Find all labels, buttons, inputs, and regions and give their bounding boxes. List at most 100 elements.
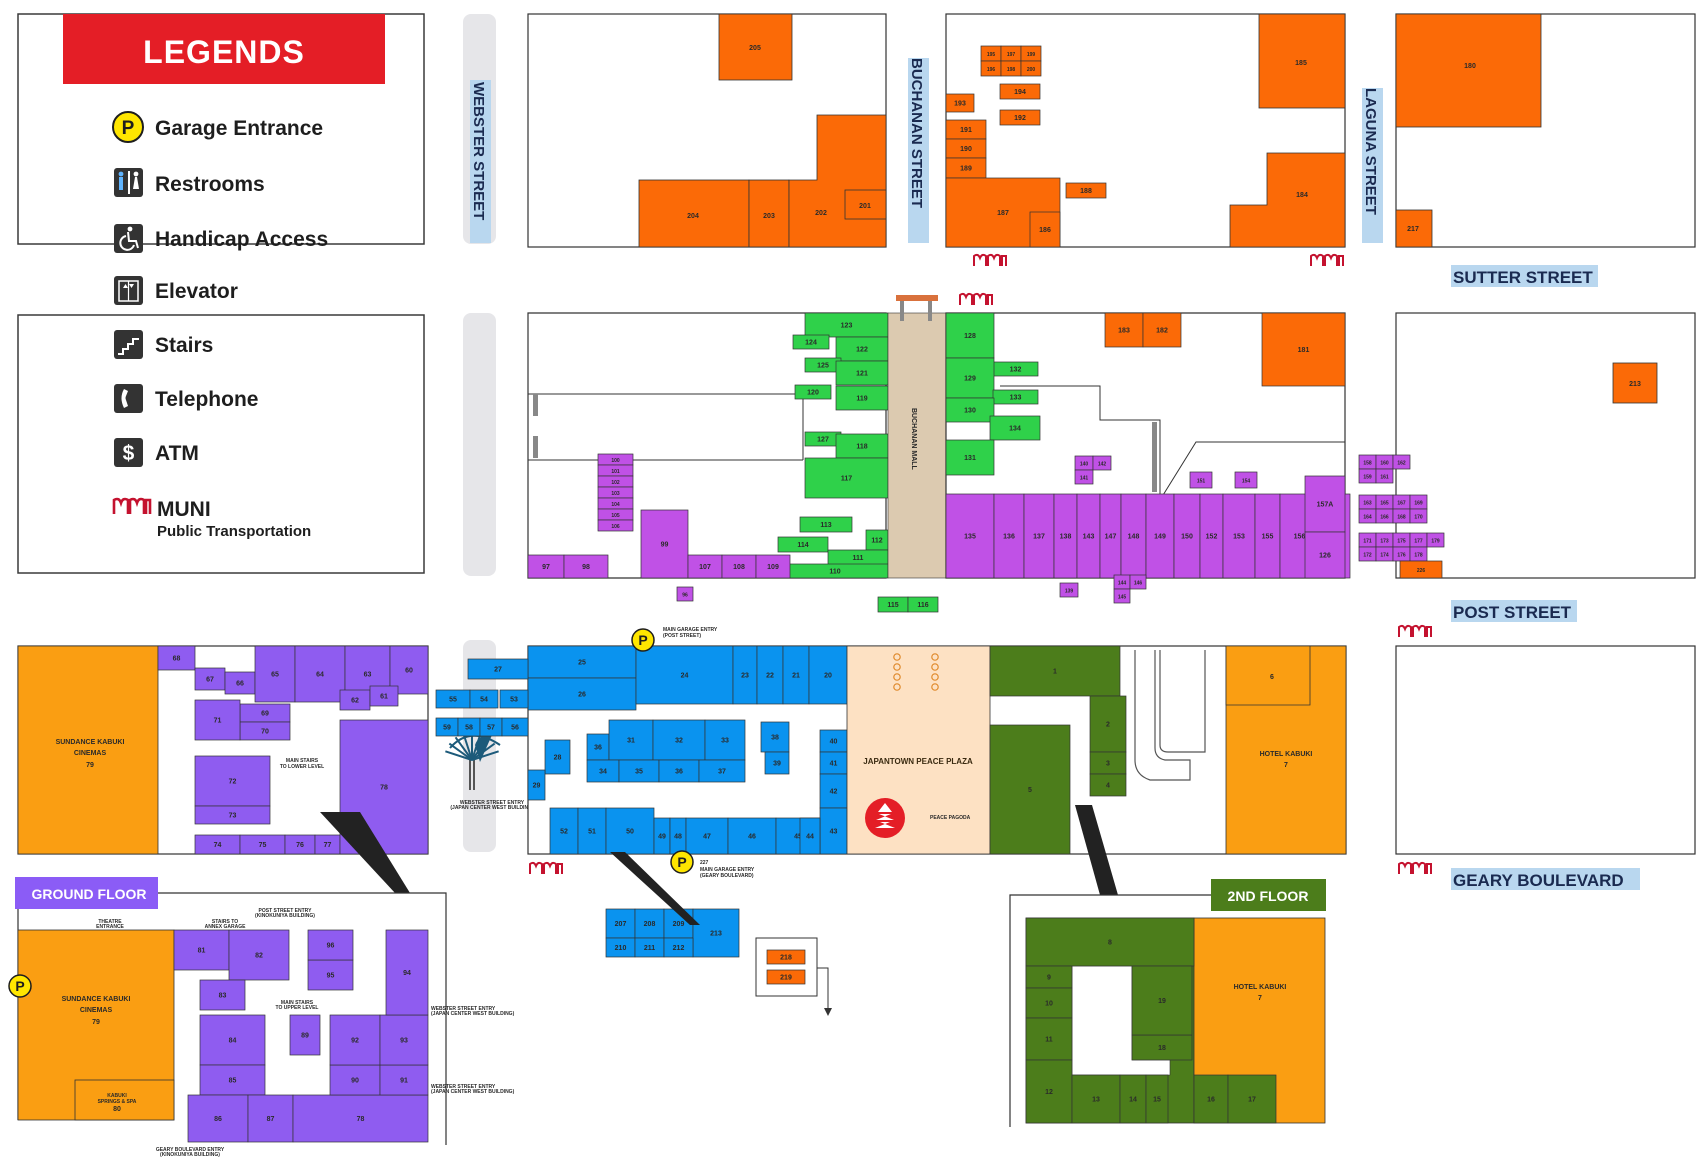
unit-145-shape bbox=[1113, 588, 1131, 604]
unit-46-shape bbox=[727, 817, 777, 855]
unit-131: 131 bbox=[964, 455, 976, 462]
unit-155: 155 bbox=[1262, 534, 1274, 541]
telephone-icon bbox=[114, 384, 143, 413]
webster-entry-inset-2: (JAPAN CENTER WEST BUILDING) bbox=[431, 1011, 515, 1017]
unit-44: 44 bbox=[806, 834, 814, 841]
unit-194: 194 bbox=[1014, 89, 1026, 96]
unit-96: 96 bbox=[327, 943, 335, 950]
unit-219-shape bbox=[766, 969, 806, 985]
stairs-annex-2: ANNEX GARAGE bbox=[205, 924, 247, 930]
unit-137-shape bbox=[1023, 493, 1055, 579]
stairs-lower-1: MAIN STAIRS bbox=[286, 758, 319, 764]
unit-87: 87 bbox=[267, 1116, 275, 1123]
unit-71-shape bbox=[194, 699, 241, 741]
unit-115: 115 bbox=[887, 602, 898, 609]
unit-75: 75 bbox=[259, 842, 267, 849]
unit-8-shape bbox=[1025, 917, 1195, 967]
unit-33: 33 bbox=[721, 738, 729, 745]
unit-33-shape bbox=[704, 719, 746, 761]
stairs-icon bbox=[114, 330, 143, 359]
elevator-icon bbox=[114, 276, 143, 305]
laguna-street-label: LAGUNA STREET bbox=[1362, 88, 1379, 215]
unit-2-shape bbox=[1089, 695, 1127, 753]
unit-192: 192 bbox=[1014, 115, 1026, 122]
unit-52-shape bbox=[549, 807, 579, 855]
unit-82-shape bbox=[228, 929, 290, 981]
unit-213-shape bbox=[692, 908, 740, 958]
kabuki-springs-1: KABUKI bbox=[107, 1093, 127, 1099]
unit-122-shape bbox=[835, 336, 889, 362]
buchanan-street-label: BUCHANAN STREET bbox=[908, 58, 925, 208]
legend-muni-sub: Public Transportation bbox=[157, 523, 311, 540]
unit-53: 53 bbox=[510, 697, 518, 704]
unit-160: 160 bbox=[1380, 461, 1389, 467]
unit-76: 76 bbox=[296, 842, 304, 849]
unit-197: 197 bbox=[1007, 52, 1016, 58]
unit-180: 180 bbox=[1464, 63, 1476, 70]
unit-74: 74 bbox=[214, 842, 222, 849]
parking-icon: P bbox=[631, 628, 655, 652]
stairs-lower-2: TO LOWER LEVEL bbox=[280, 764, 324, 770]
unit-27-shape bbox=[467, 658, 529, 680]
kabuki-springs-3: 80 bbox=[113, 1106, 121, 1113]
unit-169: 169 bbox=[1414, 501, 1423, 507]
unit-163: 163 bbox=[1363, 501, 1372, 507]
unit-118: 118 bbox=[856, 444, 867, 451]
unit-200-shape bbox=[1020, 60, 1042, 77]
top-right-block: 180 217 bbox=[1395, 13, 1696, 248]
unit-107: 107 bbox=[699, 564, 711, 571]
unit-90: 90 bbox=[351, 1078, 359, 1085]
second-pointer bbox=[1075, 805, 1118, 895]
unit-132: 132 bbox=[1010, 367, 1022, 374]
unit-116-shape bbox=[907, 596, 939, 613]
unit-70: 70 bbox=[261, 729, 269, 736]
muni-icon bbox=[1310, 253, 1344, 266]
unit-35: 35 bbox=[635, 769, 643, 776]
unit-29: 29 bbox=[533, 783, 541, 790]
unit-96-shape bbox=[676, 586, 694, 602]
lantern-icon bbox=[931, 673, 939, 681]
unit-158: 158 bbox=[1363, 461, 1372, 467]
unit-94: 94 bbox=[403, 970, 411, 977]
bridge-fan-rib bbox=[454, 736, 473, 761]
unit-84-shape bbox=[199, 1014, 266, 1066]
unit-207: 207 bbox=[615, 921, 627, 928]
unit-142-shape bbox=[1092, 455, 1112, 471]
sundance-line3: 79 bbox=[86, 762, 94, 769]
unit-151-shape bbox=[1189, 471, 1213, 489]
unit-96-shape bbox=[307, 929, 354, 961]
unit-6: 6 bbox=[1270, 674, 1274, 681]
unit-60: 60 bbox=[405, 668, 413, 675]
unit-157A: 157A bbox=[1317, 502, 1334, 509]
unit-183-shape bbox=[1104, 312, 1144, 348]
unit-55: 55 bbox=[449, 697, 457, 704]
unit-143: 143 bbox=[1083, 534, 1095, 541]
unit-11: 11 bbox=[1045, 1037, 1053, 1044]
unit-209: 209 bbox=[673, 921, 685, 928]
unit-69: 69 bbox=[261, 711, 269, 718]
unit-114: 114 bbox=[797, 542, 808, 549]
unit-195: 195 bbox=[987, 52, 996, 58]
theatre-entrance-1: THEATRE bbox=[98, 919, 122, 925]
unit-201: 201 bbox=[859, 203, 871, 210]
unit-10-shape bbox=[1025, 987, 1073, 1019]
muni-icon bbox=[1398, 624, 1432, 637]
unit-186-shape bbox=[1029, 211, 1061, 248]
unit-112: 112 bbox=[871, 538, 882, 545]
unit-148: 148 bbox=[1128, 534, 1140, 541]
unit-73-shape bbox=[194, 805, 271, 825]
restroom-icon bbox=[114, 168, 143, 197]
post-entry-1: POST STREET ENTRY bbox=[259, 908, 313, 914]
bridge-fan-rib bbox=[448, 742, 473, 761]
legend-stairs-label: Stairs bbox=[155, 334, 213, 357]
bridge-fan-rib bbox=[471, 736, 490, 761]
unit-128-shape bbox=[945, 312, 995, 359]
unit-102: 102 bbox=[611, 480, 620, 486]
sundance-line1: SUNDANCE KABUKI bbox=[56, 739, 125, 746]
unit-196: 196 bbox=[987, 67, 996, 73]
unit-154: 154 bbox=[1242, 479, 1251, 485]
unit-58: 58 bbox=[465, 725, 473, 732]
